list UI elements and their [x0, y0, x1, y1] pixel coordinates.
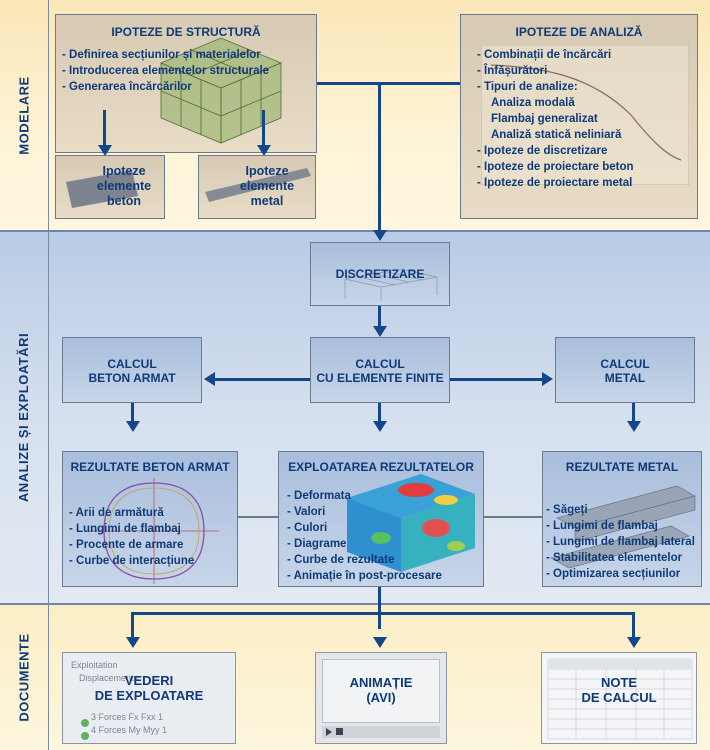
analysis-curve-image [481, 45, 689, 185]
rezultate-metal-title: REZULTATE METAL [565, 460, 679, 474]
list-item: - Ipoteze de discretizare [477, 145, 608, 157]
list-item: - Lungimi de flambaj [546, 520, 658, 532]
ipoteze-analiza-list: - Combinații de încărcări - Înfășurători… [477, 47, 634, 191]
mesh-image [344, 268, 438, 301]
list-item: - Diagrame [287, 538, 347, 550]
tree-dot-icon [81, 732, 89, 740]
list-item: - Săgeți [546, 504, 588, 516]
list-item: - Optimizarea secțiunilor [546, 568, 681, 580]
ipoteze-structura-list: - Definirea secțiunilor și materialelor … [62, 47, 269, 95]
metal-element-image [205, 168, 311, 202]
calc-table-image [547, 658, 693, 740]
video-frame [322, 659, 440, 723]
list-item: - Curbe de rezultate [287, 554, 395, 566]
band-label-analize: ANALIZE ȘI EXPLOATĂRI [16, 332, 32, 503]
exploatarea-title: EXPLOATAREA REZULTATELOR [288, 460, 474, 474]
ipoteze-analiza-title: IPOTEZE DE ANALIZĂ [515, 25, 643, 39]
exploatarea-box: EXPLOATAREA REZULTATELOR - Deformata - V… [278, 451, 484, 587]
tree-item: 4 Forces My Myy 1 [91, 725, 168, 735]
discretizare-title: DISCRETIZARE [335, 267, 425, 281]
list-item: - Introducerea elementelor structurale [62, 65, 270, 77]
band-label-modelare: MODELARE [16, 75, 32, 155]
list-item: Analiza modală [491, 97, 575, 109]
list-item: - Tipuri de analize: [477, 81, 578, 93]
vederi-box: Exploitation Displacements 3 Forces Fx F… [62, 652, 236, 744]
list-item: - Curbe de interacțiune [69, 555, 195, 567]
discretizare-box: DISCRETIZARE [310, 242, 450, 306]
tree-item: 3 Forces Fx Fxx 1 [91, 712, 164, 722]
tree-item: Exploitation [71, 660, 118, 670]
list-item: - Definirea secțiunilor și materialelor [62, 49, 261, 61]
rezultate-beton-box: REZULTATE BETON ARMAT - Arii de armătură… [62, 451, 238, 587]
list-item: Flambaj generalizat [491, 113, 598, 125]
stress-map-image [347, 474, 475, 572]
rezultate-metal-list: - Săgeți - Lungimi de flambaj - Lungimi … [546, 502, 695, 582]
rezultate-beton-title: REZULTATE BETON ARMAT [70, 460, 230, 474]
list-item: - Lungimi de flambaj [69, 523, 181, 535]
list-item: - Deformata [287, 490, 351, 502]
band-label-documente: DOCUMENTE [16, 633, 32, 722]
list-item: - Ipoteze de proiectare beton [477, 161, 634, 173]
ipoteze-structura-title: IPOTEZE DE STRUCTURĂ [111, 25, 261, 39]
list-item: Analiză statică neliniară [491, 129, 622, 141]
list-item: - Ipoteze de proiectare metal [477, 177, 633, 189]
animatie-title: ANIMAȚIE(AVI) [349, 675, 413, 705]
rezultate-beton-list: - Arii de armătură - Lungimi de flambaj … [69, 505, 194, 569]
interaction-curve-image [89, 478, 219, 584]
ipoteze-structura-box: IPOTEZE DE STRUCTURĂ - Definirea secțiun… [55, 14, 317, 153]
list-item: - Valori [287, 506, 326, 518]
exploitation-tree: Exploitation Displacements 3 Forces Fx F… [71, 659, 167, 737]
exploatarea-list: - Deformata - Valori - Culori - Diagrame… [287, 488, 442, 584]
list-item: - Combinații de încărcări [477, 49, 612, 61]
list-item: - Culori [287, 522, 328, 534]
stop-icon[interactable] [336, 728, 343, 735]
beton-element-image [66, 170, 138, 208]
list-item: - Înfășurători [477, 65, 548, 77]
tree-item: Displacements [79, 673, 139, 683]
animatie-box: ANIMAȚIE(AVI) [315, 652, 447, 744]
list-item: - Stabilitatea elementelor [546, 552, 683, 564]
rezultate-metal-box: REZULTATE METAL - Săgeți - Lungimi de fl… [542, 451, 702, 587]
ipoteze-analiza-box: IPOTEZE DE ANALIZĂ - Combinații de încăr… [460, 14, 698, 219]
list-item: - Procente de armare [69, 539, 184, 551]
video-controls[interactable] [322, 726, 440, 738]
tree-dot-icon [81, 719, 89, 727]
list-item: - Lungimi de flambaj lateral [546, 536, 695, 548]
play-icon[interactable] [326, 728, 332, 736]
list-item: - Animație în post-procesare [287, 570, 442, 582]
structure-3d-model-image [159, 37, 283, 144]
list-item: - Generarea încărcărilor [62, 81, 192, 93]
list-item: - Arii de armătură [69, 507, 164, 519]
steel-beam-image [550, 485, 696, 569]
